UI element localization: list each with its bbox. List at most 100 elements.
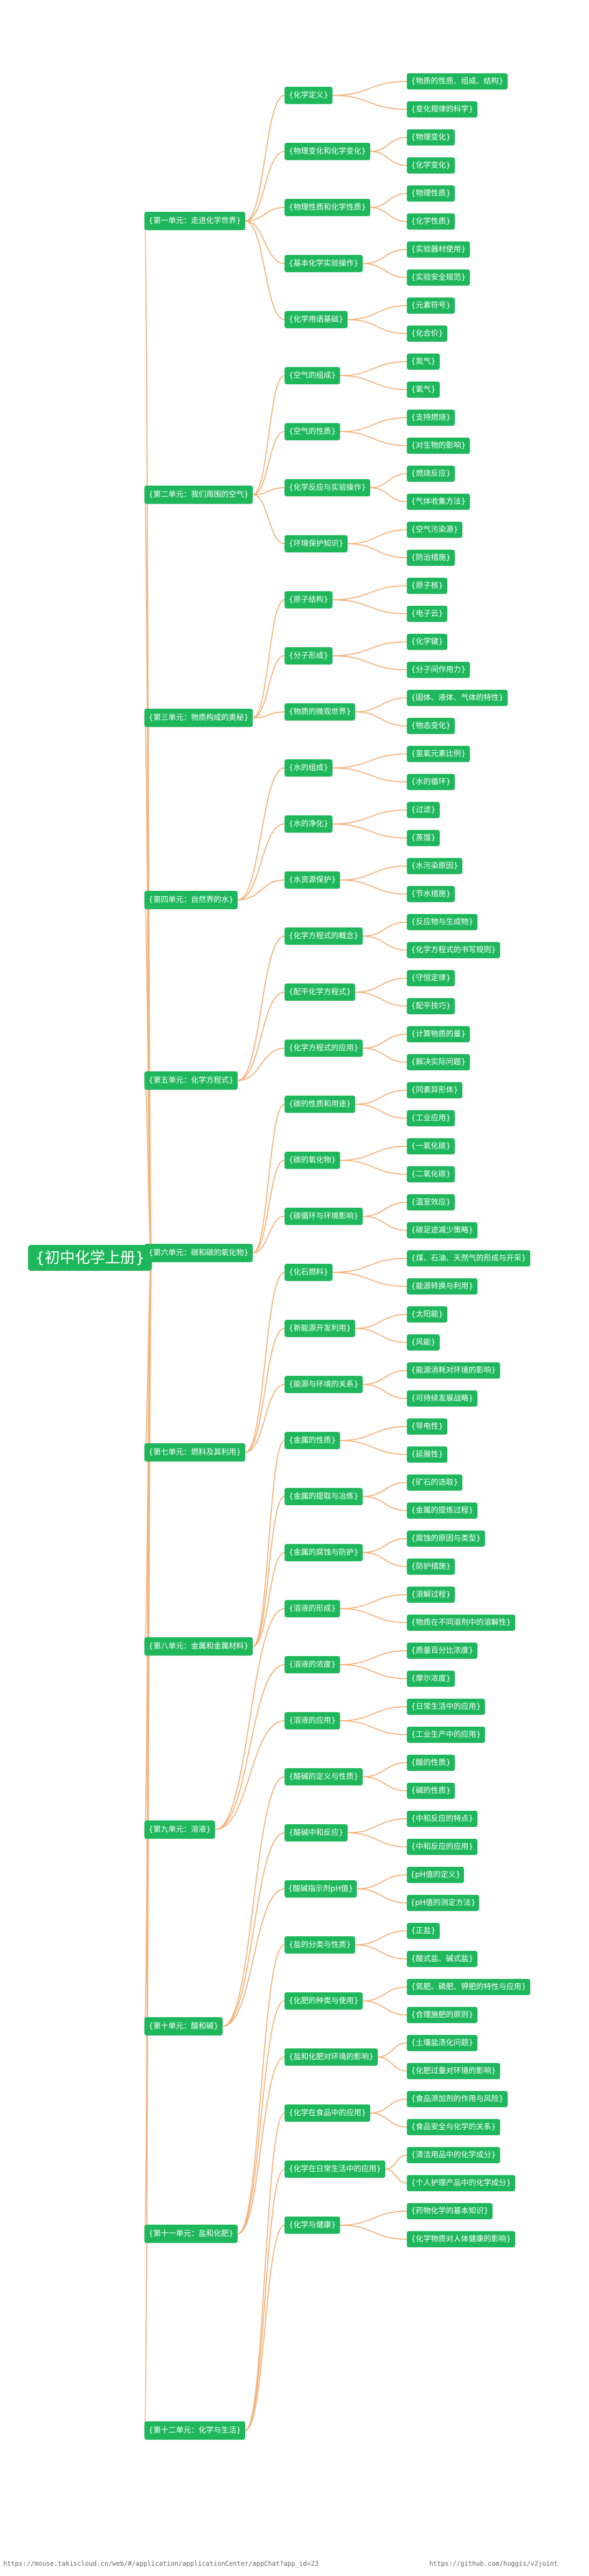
leaf-node[interactable]: {配平技巧} bbox=[407, 998, 455, 1014]
topic-node[interactable]: {化石燃料} bbox=[285, 1264, 332, 1281]
topic-node[interactable]: {水的组成} bbox=[285, 759, 332, 777]
leaf-node[interactable]: {气体收集方法} bbox=[407, 494, 470, 510]
leaf-node[interactable]: {化学物质对人体健康的影响} bbox=[407, 2231, 515, 2247]
leaf-node[interactable]: {一氧化碳} bbox=[407, 1138, 455, 1154]
topic-node[interactable]: {金属的性质} bbox=[285, 1432, 340, 1449]
leaf-node[interactable]: {化学性质} bbox=[407, 213, 455, 230]
leaf-node[interactable]: {物理性质} bbox=[407, 185, 455, 202]
topic-node[interactable]: {新能源开发利用} bbox=[285, 1320, 355, 1337]
leaf-node[interactable]: {氮肥、磷肥、钾肥的特性与应用} bbox=[407, 1979, 530, 1995]
leaf-node[interactable]: {分子间作用力} bbox=[407, 662, 470, 678]
topic-node[interactable]: {化学反应与实验操作} bbox=[285, 479, 370, 496]
topic-node[interactable]: {化学用语基础} bbox=[285, 311, 348, 328]
leaf-node[interactable]: {合理施肥的原则} bbox=[407, 2007, 477, 2023]
topic-node[interactable]: {碳循环与环境影响} bbox=[285, 1208, 363, 1225]
leaf-node[interactable]: {工业应用} bbox=[407, 1110, 455, 1126]
leaf-node[interactable]: {计算物质的量} bbox=[407, 1026, 470, 1042]
leaf-node[interactable]: {节水措施} bbox=[407, 886, 455, 902]
leaf-node[interactable]: {变化规律的科学} bbox=[407, 101, 477, 117]
leaf-node[interactable]: {二氧化碳} bbox=[407, 1166, 455, 1182]
leaf-node[interactable]: {中和反应的应用} bbox=[407, 1839, 477, 1855]
unit-node[interactable]: {第九单元：溶液} bbox=[144, 1820, 215, 1839]
topic-node[interactable]: {酸碱中和反应} bbox=[285, 1824, 348, 1841]
leaf-node[interactable]: {腐蚀的原因与类型} bbox=[407, 1531, 485, 1547]
leaf-node[interactable]: {化合价} bbox=[407, 326, 447, 342]
topic-node[interactable]: {空气的组成} bbox=[285, 367, 340, 384]
topic-node[interactable]: {溶液的浓度} bbox=[285, 1656, 340, 1673]
unit-node[interactable]: {第一单元：走进化学世界} bbox=[144, 212, 245, 230]
topic-node[interactable]: {化肥的种类与使用} bbox=[285, 1992, 363, 2010]
leaf-node[interactable]: {同素异形体} bbox=[407, 1082, 462, 1098]
topic-node[interactable]: {物质的微观世界} bbox=[285, 703, 355, 721]
unit-node[interactable]: {第十单元：酸和碱} bbox=[144, 2017, 223, 2035]
leaf-node[interactable]: {食品安全与化学的关系} bbox=[407, 2119, 500, 2135]
topic-node[interactable]: {环境保护知识} bbox=[285, 535, 348, 552]
leaf-node[interactable]: {氢氧元素比例} bbox=[407, 746, 470, 762]
topic-node[interactable]: {配平化学方程式} bbox=[285, 984, 355, 1001]
topic-node[interactable]: {溶液的应用} bbox=[285, 1712, 340, 1729]
topic-node[interactable]: {化学在食品中的应用} bbox=[285, 2104, 370, 2122]
leaf-node[interactable]: {能源消耗对环境的影响} bbox=[407, 1362, 500, 1379]
leaf-node[interactable]: {食品添加剂的作用与风险} bbox=[407, 2091, 508, 2107]
leaf-node[interactable]: {正盐} bbox=[407, 1923, 440, 1939]
unit-node[interactable]: {第三单元：物质构成的奥秘} bbox=[144, 709, 253, 727]
unit-node[interactable]: {第七单元：燃料及其利用} bbox=[144, 1443, 245, 1462]
topic-node[interactable]: {物理性质和化学性质} bbox=[285, 199, 370, 216]
leaf-node[interactable]: {金属的提炼过程} bbox=[407, 1502, 477, 1519]
leaf-node[interactable]: {元素符号} bbox=[407, 297, 455, 314]
leaf-node[interactable]: {日常生活中的应用} bbox=[407, 1699, 485, 1715]
leaf-node[interactable]: {土壤盐渍化问题} bbox=[407, 2035, 477, 2051]
leaf-node[interactable]: {物态变化} bbox=[407, 718, 455, 734]
leaf-node[interactable]: {导电性} bbox=[407, 1418, 447, 1435]
topic-node[interactable]: {酸碱的定义与性质} bbox=[285, 1768, 363, 1785]
leaf-node[interactable]: {酸的性质} bbox=[407, 1755, 455, 1771]
leaf-node[interactable]: {反应物与生成物} bbox=[407, 914, 477, 930]
leaf-node[interactable]: {溶解过程} bbox=[407, 1587, 455, 1603]
leaf-node[interactable]: {pH值的定义} bbox=[407, 1867, 464, 1883]
leaf-node[interactable]: {水的循环} bbox=[407, 774, 455, 790]
unit-node[interactable]: {第十二单元：化学与生活} bbox=[144, 2421, 245, 2440]
leaf-node[interactable]: {对生物的影响} bbox=[407, 438, 470, 454]
leaf-node[interactable]: {物质在不同溶剂中的溶解性} bbox=[407, 1615, 515, 1631]
leaf-node[interactable]: {原子核} bbox=[407, 578, 447, 594]
topic-node[interactable]: {溶液的形成} bbox=[285, 1600, 340, 1617]
leaf-node[interactable]: {电子云} bbox=[407, 606, 447, 622]
leaf-node[interactable]: {药物化学的基本知识} bbox=[407, 2203, 493, 2219]
topic-node[interactable]: {能源与环境的关系} bbox=[285, 1376, 363, 1393]
unit-node[interactable]: {第十一单元：盐和化肥} bbox=[144, 2225, 238, 2243]
leaf-node[interactable]: {过滤} bbox=[407, 802, 440, 818]
leaf-node[interactable]: {质量百分比浓度} bbox=[407, 1643, 477, 1659]
leaf-node[interactable]: {支持燃烧} bbox=[407, 410, 455, 426]
leaf-node[interactable]: {空气污染源} bbox=[407, 522, 462, 538]
leaf-node[interactable]: {煤、石油、天然气的形成与开采} bbox=[407, 1250, 530, 1266]
leaf-node[interactable]: {能源转换与利用} bbox=[407, 1278, 477, 1294]
topic-node[interactable]: {盐的分类与性质} bbox=[285, 1936, 355, 1954]
unit-node[interactable]: {第五单元：化学方程式} bbox=[144, 1071, 238, 1090]
leaf-node[interactable]: {酸式盐、碱式盐} bbox=[407, 1951, 477, 1967]
topic-node[interactable]: {金属的提取与冶炼} bbox=[285, 1488, 363, 1505]
topic-node[interactable]: {化学方程式的应用} bbox=[285, 1040, 363, 1057]
topic-node[interactable]: {盐和化肥对环境的影响} bbox=[285, 2048, 378, 2066]
topic-node[interactable]: {化学在日常生活中的应用} bbox=[285, 2160, 385, 2178]
topic-node[interactable]: {物理变化和化学变化} bbox=[285, 143, 370, 160]
topic-node[interactable]: {碳的性质和用途} bbox=[285, 1096, 355, 1113]
topic-node[interactable]: {化学方程式的概念} bbox=[285, 927, 363, 945]
leaf-node[interactable]: {解决实际问题} bbox=[407, 1054, 470, 1070]
topic-node[interactable]: {原子结构} bbox=[285, 591, 332, 608]
unit-node[interactable]: {第六单元：碳和碳的氧化物} bbox=[144, 1244, 253, 1262]
topic-node[interactable]: {水的净化} bbox=[285, 815, 332, 833]
topic-node[interactable]: {水资源保护} bbox=[285, 871, 340, 889]
unit-node[interactable]: {第八单元：金属和金属材料} bbox=[144, 1637, 253, 1656]
leaf-node[interactable]: {实验安全规范} bbox=[407, 269, 470, 286]
leaf-node[interactable]: {防治措施} bbox=[407, 550, 455, 566]
topic-node[interactable]: {空气的性质} bbox=[285, 423, 340, 440]
leaf-node[interactable]: {清洁用品中的化学成分} bbox=[407, 2147, 500, 2163]
leaf-node[interactable]: {固体、液体、气体的特性} bbox=[407, 690, 508, 706]
leaf-node[interactable]: {守恒定律} bbox=[407, 970, 455, 986]
topic-node[interactable]: {酸碱指示剂pH值} bbox=[285, 1880, 357, 1898]
leaf-node[interactable]: {化学变化} bbox=[407, 157, 455, 174]
leaf-node[interactable]: {摩尔浓度} bbox=[407, 1671, 455, 1687]
root-node[interactable]: {初中化学上册} bbox=[28, 1245, 152, 1271]
topic-node[interactable]: {化学定义} bbox=[285, 87, 332, 104]
leaf-node[interactable]: {矿石的选取} bbox=[407, 1474, 462, 1491]
